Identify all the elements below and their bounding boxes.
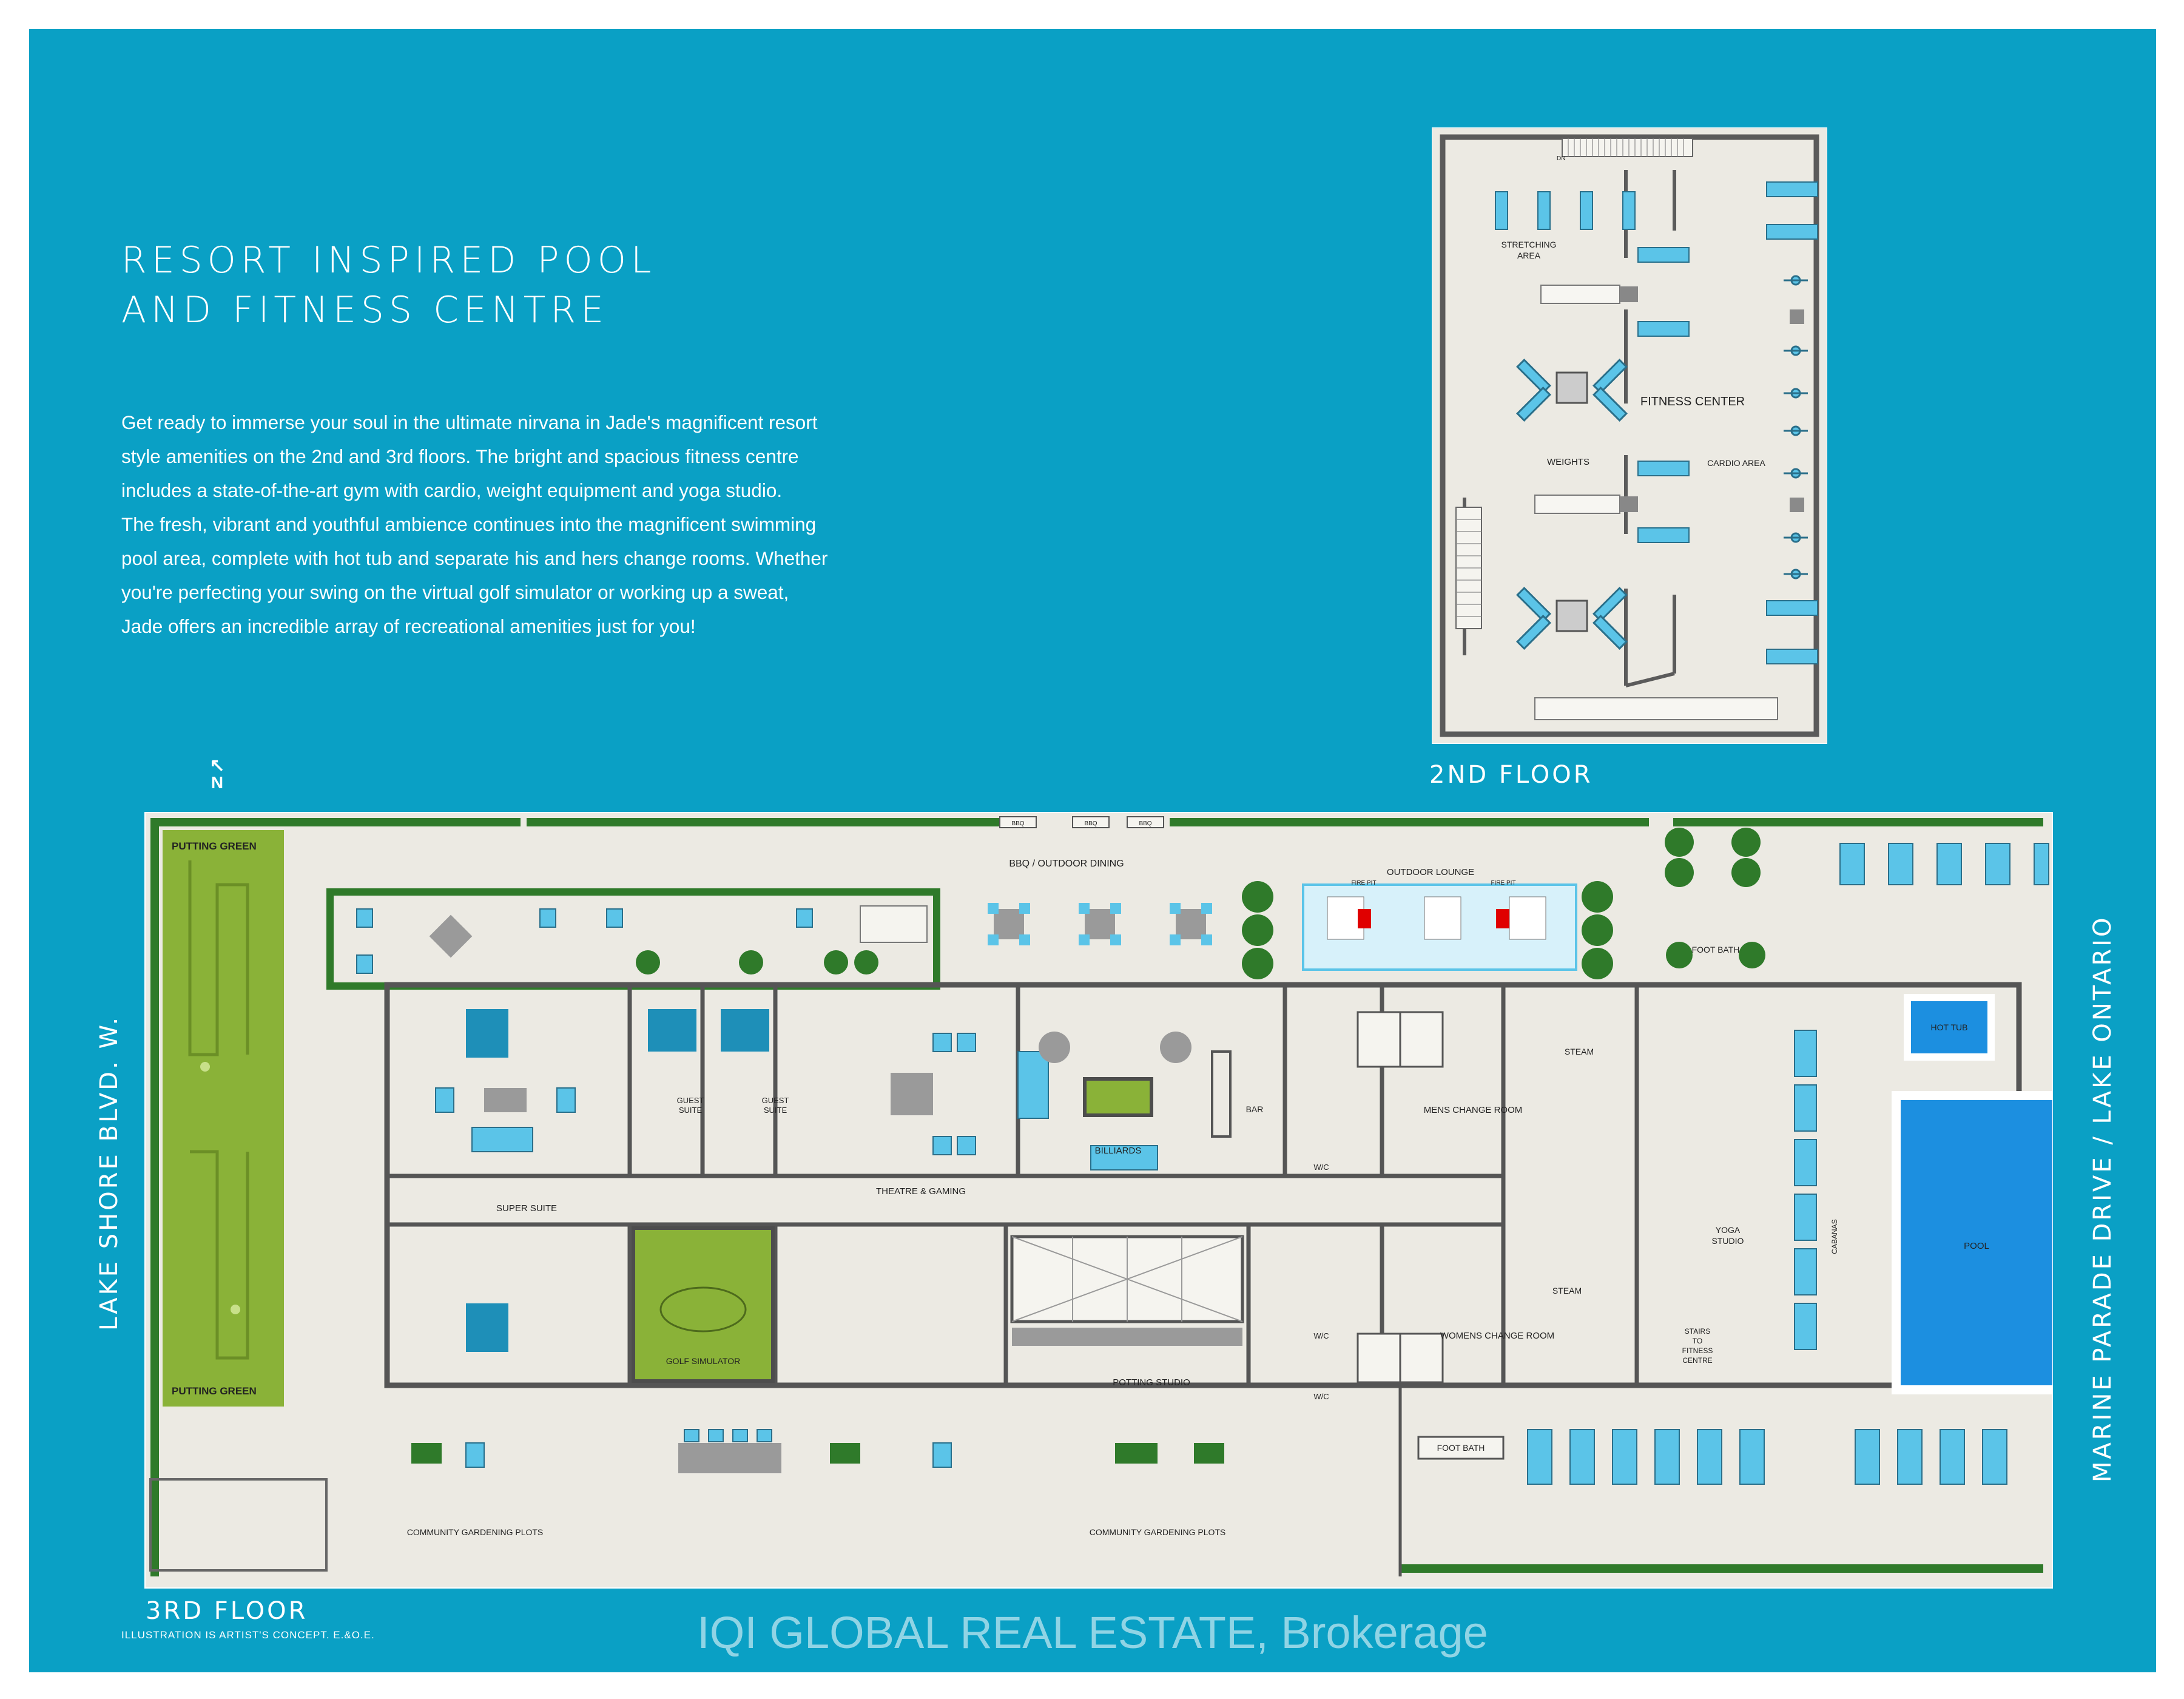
room-label-weights: WEIGHTS [1547, 457, 1589, 467]
room-label-putting-green: PUTTING GREEN [172, 1385, 257, 1397]
watermark: IQI GLOBAL REAL ESTATE, Brokerage [697, 1607, 1488, 1658]
room-label-super-suite: SUPER SUITE [496, 1203, 557, 1214]
community-garden-label: COMMUNITY GARDENING PLOTS [407, 1527, 544, 1537]
room-label-stretching-area: AREA [1517, 251, 1541, 260]
stretching-mats [1495, 191, 1636, 230]
room-label-pool: POOL [1964, 1241, 1989, 1251]
billiards-table [1083, 1077, 1153, 1117]
pool-loungers [1527, 1429, 2007, 1485]
room-label-steam: STEAM [1552, 1286, 1582, 1295]
golf-simulator [632, 1226, 775, 1383]
street-label-east: MARINE PARADE DRIVE / LAKE ONTARIO [2089, 915, 2117, 1482]
room-label-wc: W/C [1313, 1392, 1329, 1401]
room-label-cabanas: CABANAS [1830, 1219, 1839, 1254]
intro-line: you're perfecting your swing on the virt… [121, 581, 789, 603]
headline: RESORT INSPIRED POOL AND FITNESS CENTRE [121, 235, 656, 335]
intro-line: Jade offers an incredible array of recre… [121, 615, 696, 637]
stair-icon [1562, 138, 1693, 157]
second-floor-label: 2ND FLOOR [1429, 761, 1593, 789]
room-label-guest-suite: GUEST [677, 1096, 704, 1105]
room-label-fitness-center: FITNESS CENTER [1640, 395, 1745, 408]
cabana-loungers [1794, 1030, 1817, 1350]
dining-tables [988, 903, 1212, 945]
street-label-west: LAKE SHORE BLVD. W. [95, 1015, 123, 1331]
room-label-putting-green: PUTTING GREEN [172, 840, 257, 852]
room-label-golf: GOLF SIMULATOR [666, 1356, 740, 1366]
north-label: N [211, 773, 224, 792]
room-label-guest-suite: SUITE [764, 1106, 787, 1115]
room-label-cardio: CARDIO AREA [1707, 458, 1765, 468]
room-label-yoga: YOGA [1716, 1225, 1741, 1235]
treadmills [1637, 247, 1690, 543]
room-label-billiards: BILLIARDS [1095, 1146, 1142, 1156]
brochure-page: RESORT INSPIRED POOL AND FITNESS CENTRE … [29, 29, 2156, 1672]
headline-line-1: RESORT INSPIRED POOL [121, 239, 656, 282]
bbq-tag: BBQ [1139, 820, 1151, 827]
room-label-theatre: THEATRE & GAMING [876, 1186, 966, 1197]
room-label-stretching: STRETCHING [1502, 240, 1557, 249]
intro-line: The fresh, vibrant and youthful ambience… [121, 513, 817, 535]
room-label-guest-suite: SUITE [679, 1106, 703, 1115]
stairs-label: CENTRE [1682, 1356, 1712, 1365]
pool-loungers [1839, 843, 2049, 885]
bike-icons [1784, 275, 1808, 579]
room-label-bbq: BBQ / OUTDOOR DINING [1009, 859, 1124, 869]
room-label-guest-suite: GUEST [762, 1096, 789, 1105]
stairs-label: TO [1693, 1337, 1702, 1345]
headline-line-2: AND FITNESS CENTRE [121, 289, 609, 331]
outdoor-lounge [1302, 883, 1577, 971]
disclaimer: ILLUSTRATION IS ARTIST'S CONCEPT. E.&O.E… [121, 1629, 375, 1641]
treadmills [1766, 181, 1818, 664]
intro-line: style amenities on the 2nd and 3rd floor… [121, 445, 799, 467]
room-label-mens-change: MENS CHANGE ROOM [1424, 1105, 1523, 1115]
third-floor-plan: PUTTING GREEN PUTTING GREEN BBQ BBQ BBQ … [144, 812, 2053, 1589]
intro-line: pool area, complete with hot tub and sep… [121, 547, 828, 569]
community-garden-label: COMMUNITY GARDENING PLOTS [1090, 1527, 1226, 1537]
intro-paragraph: Get ready to immerse your soul in the ul… [121, 405, 971, 643]
putting-green [163, 830, 284, 1407]
bbq-tag: BBQ [1011, 820, 1024, 827]
intro-line: includes a state-of-the-art gym with car… [121, 479, 783, 501]
north-arrow-icon: ↖ N [205, 757, 229, 792]
second-floor-plan: DN STRETCHING AREA [1432, 127, 1827, 744]
third-floor-label: 3RD FLOOR [146, 1597, 308, 1625]
room-label-potting: POTTING STUDIO [1113, 1377, 1190, 1388]
bbq-tag: BBQ [1084, 820, 1097, 827]
tree-icons [636, 828, 1765, 979]
weight-machine-icon [1516, 587, 1628, 650]
room-label-bar: BAR [1246, 1104, 1264, 1114]
room-label-yoga-studio: STUDIO [1712, 1236, 1744, 1246]
bbq-stations [999, 816, 1164, 828]
room-label-wc: W/C [1313, 1331, 1329, 1340]
fire-pit-label: FIRE PIT [1351, 880, 1376, 887]
room-label-outdoor-lounge: OUTDOOR LOUNGE [1387, 867, 1474, 877]
intro-line: Get ready to immerse your soul in the ul… [121, 411, 818, 433]
stairs-label: FITNESS [1682, 1346, 1713, 1355]
weight-machine-icon [1516, 359, 1628, 422]
room-label-steam: STEAM [1565, 1047, 1594, 1056]
bed-icons [466, 1009, 769, 1352]
stairs-label: STAIRS [1685, 1327, 1710, 1336]
foot-bath-label: FOOT BATH [1437, 1443, 1485, 1453]
room-label-hot-tub: HOT TUB [1931, 1022, 1968, 1032]
stair-dn-label: DN [1557, 155, 1565, 162]
fire-pit-label: FIRE PIT [1491, 880, 1515, 887]
foot-bath-label: FOOT BATH [1692, 945, 1740, 954]
room-label-womens-change: WOMENS CHANGE ROOM [1440, 1331, 1554, 1341]
room-label-wc: W/C [1313, 1163, 1329, 1172]
